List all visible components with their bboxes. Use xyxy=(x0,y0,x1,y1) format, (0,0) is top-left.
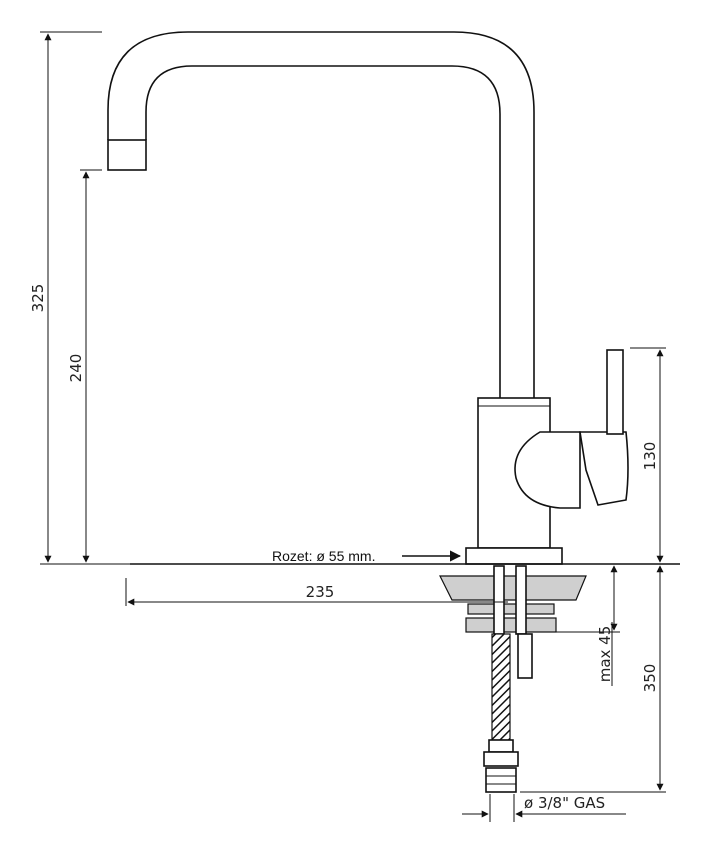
hose-nut-lower xyxy=(485,767,517,793)
dimension-connection: ø 3/8" GAS xyxy=(462,794,626,822)
label-235: 235 xyxy=(306,583,335,601)
dimension-hose-length: 350 xyxy=(520,565,666,793)
lever-base xyxy=(579,431,629,506)
aerator-tip xyxy=(107,139,147,171)
mounting-plate xyxy=(439,575,587,601)
dimension-body-height: 130 xyxy=(630,347,666,563)
label-130: 130 xyxy=(641,442,659,471)
label-max45: max 45 xyxy=(596,626,614,683)
fixing-nut xyxy=(465,617,557,633)
flexible-hose xyxy=(491,633,511,741)
threaded-stud-left xyxy=(493,565,505,635)
dimension-reach: 235 xyxy=(125,578,508,606)
faucet-body xyxy=(465,349,629,565)
label-240: 240 xyxy=(67,354,85,383)
label-connection: ø 3/8" GAS xyxy=(524,794,605,812)
label-325: 325 xyxy=(29,284,47,313)
label-rosette: Rozet: ø 55 mm. xyxy=(272,548,375,564)
lever-handle xyxy=(606,349,624,435)
callout-rosette: Rozet: ø 55 mm. xyxy=(272,548,462,564)
spout-inner-outline xyxy=(145,65,501,398)
rosette xyxy=(465,547,563,565)
spout-outer-outline xyxy=(107,31,535,398)
spout xyxy=(107,31,535,398)
threaded-stud-right xyxy=(515,565,527,635)
mounting-hardware xyxy=(439,565,587,793)
label-350: 350 xyxy=(641,664,659,693)
dimension-max-thickness: max 45 xyxy=(556,565,620,686)
hose-ferrule xyxy=(488,739,514,753)
inlet-pipe xyxy=(517,633,533,679)
dimension-total-height: 325 xyxy=(29,31,130,565)
cartridge-housing xyxy=(514,431,581,509)
dimension-spout-height: 240 xyxy=(67,169,102,563)
washer xyxy=(467,603,555,615)
hose-nut-upper xyxy=(483,751,519,767)
